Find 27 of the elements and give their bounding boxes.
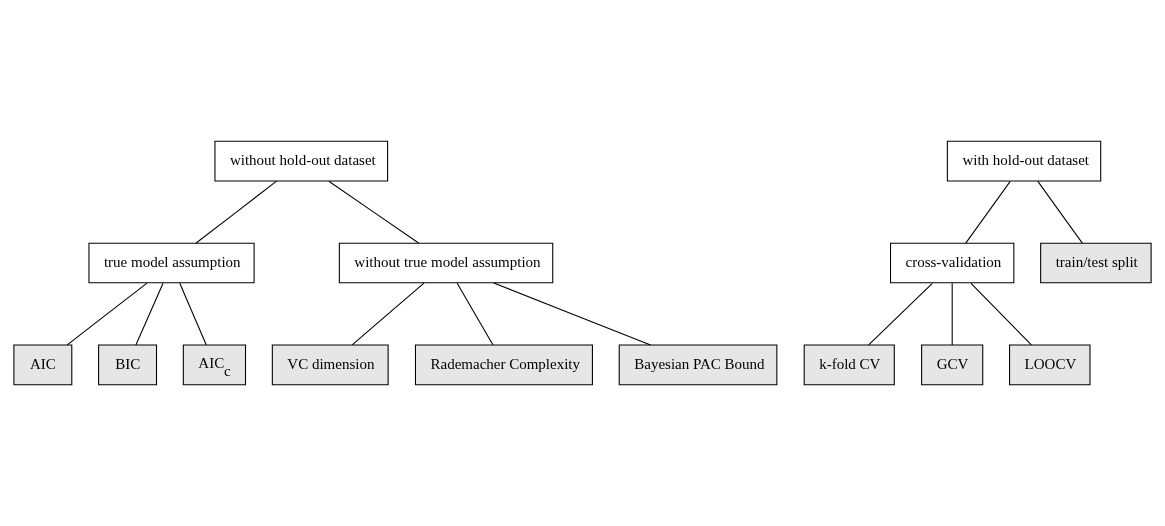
node-box: true model assumption bbox=[88, 242, 255, 284]
connector bbox=[970, 282, 1032, 346]
connector bbox=[179, 282, 207, 346]
node-box: with hold-out dataset bbox=[946, 140, 1102, 182]
connector bbox=[868, 282, 933, 346]
connector bbox=[1037, 180, 1083, 244]
node-box: GCV bbox=[921, 344, 984, 386]
connector bbox=[493, 282, 652, 346]
node-box: cross-validation bbox=[890, 242, 1015, 284]
connector bbox=[328, 180, 420, 244]
connector bbox=[951, 282, 953, 346]
node-box: Bayesian PAC Bound bbox=[618, 344, 778, 386]
connector bbox=[135, 282, 164, 346]
node-box: LOOCV bbox=[1009, 344, 1091, 386]
connector bbox=[195, 180, 278, 244]
connector bbox=[456, 282, 494, 346]
node-box: without true model assumption bbox=[338, 242, 554, 284]
node-box: AIC bbox=[13, 344, 73, 386]
node-box: k-fold CV bbox=[803, 344, 895, 386]
node-box: without hold-out dataset bbox=[214, 140, 389, 182]
connector bbox=[965, 180, 1011, 244]
connector bbox=[66, 282, 148, 346]
node-box: VC dimension bbox=[271, 344, 389, 386]
node-box: Rademacher Complexity bbox=[414, 344, 593, 386]
node-box: train/test split bbox=[1040, 242, 1152, 284]
connector bbox=[351, 282, 425, 346]
node-box: BIC bbox=[98, 344, 158, 386]
